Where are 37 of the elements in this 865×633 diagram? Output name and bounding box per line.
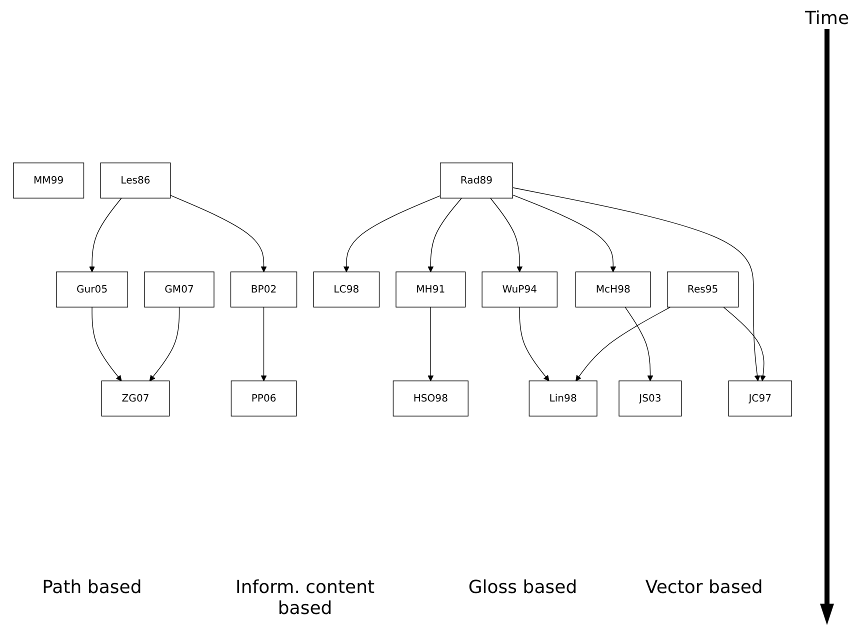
node-box: Res95 [666, 272, 739, 308]
arrow [89, 198, 122, 272]
node-box: Les86 [100, 162, 171, 198]
arrow [92, 306, 122, 382]
arrow [723, 306, 766, 382]
arrow [512, 194, 616, 272]
node-box: HSO98 [392, 380, 468, 416]
node-box: MH91 [396, 272, 466, 308]
arrow [576, 306, 671, 382]
node-box: MM99 [13, 162, 84, 198]
arrow [490, 198, 523, 272]
arrow [519, 306, 550, 382]
node-box: JS03 [618, 380, 682, 416]
arrow [343, 195, 441, 272]
node-box: LC98 [313, 272, 380, 308]
node-box: PP06 [230, 380, 297, 416]
arrow [624, 306, 654, 382]
arrow [428, 198, 462, 272]
node-box: Lin98 [528, 380, 598, 416]
node-box: Rad89 [440, 162, 513, 198]
column-label: Vector based [645, 577, 763, 600]
axis-label: Time [804, 8, 850, 29]
arrow [260, 306, 267, 382]
column-label: Inform. content based [234, 577, 376, 619]
arrow [512, 187, 760, 382]
node-box: GM07 [144, 272, 214, 308]
node-box: JC97 [728, 380, 792, 416]
node-box: Gur05 [56, 272, 128, 308]
arrow [149, 306, 180, 382]
node-box: ZG07 [101, 380, 170, 416]
arrow [428, 306, 434, 382]
column-label: Gloss based [468, 577, 578, 600]
node-box: BP02 [230, 272, 298, 308]
node-box: McH98 [575, 272, 651, 308]
node-box: WuP94 [482, 272, 558, 308]
column-label: Path based [42, 577, 142, 600]
arrow [170, 195, 267, 272]
